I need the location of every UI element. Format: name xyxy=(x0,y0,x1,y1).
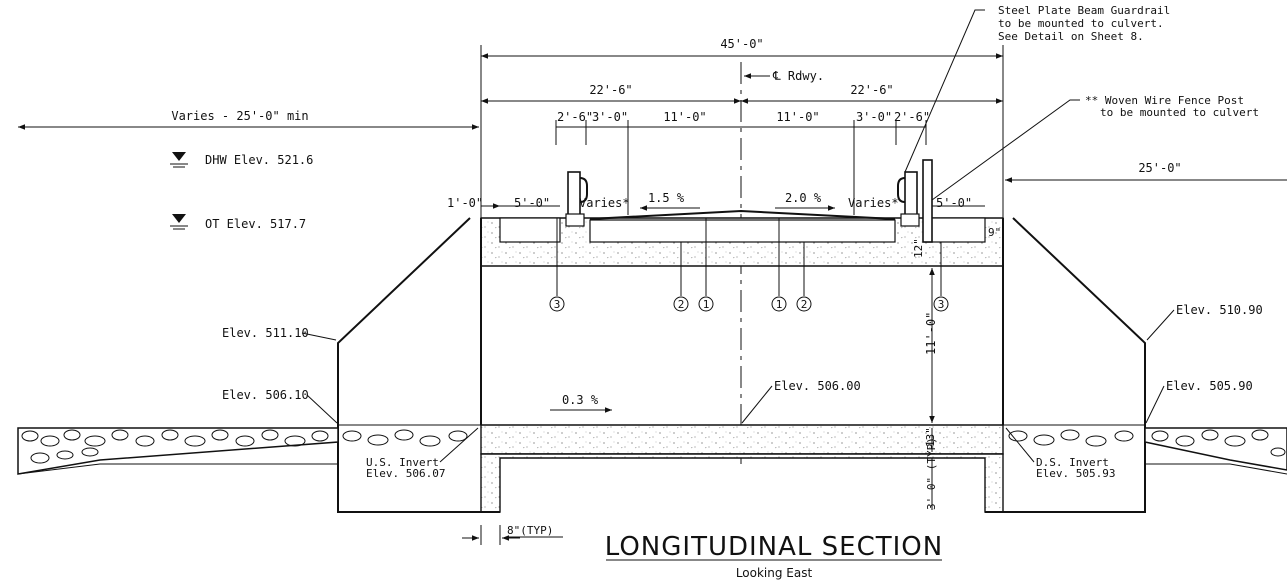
guardrail-line-3: See Detail on Sheet 8. xyxy=(998,30,1144,43)
elev-right-top: Elev. 510.90 xyxy=(1176,303,1263,317)
elev-left-bottom: Elev. 506.10 xyxy=(222,388,309,402)
overall-dimension: 45'-0" xyxy=(480,37,1004,220)
riprap-right xyxy=(1144,427,1287,475)
dim-right-setback: 25'-0" xyxy=(1138,161,1181,175)
marker-1-left: 1 xyxy=(703,298,710,311)
water-levels: DHW Elev. 521.6 OT Elev. 517.7 xyxy=(170,152,313,231)
page-title: LONGITUDINAL SECTION xyxy=(605,532,943,562)
dim-varies-right: Varies* xyxy=(848,196,899,210)
dim-shoulder-left: 2'-6" xyxy=(557,110,593,124)
fence-callout: ** Woven Wire Fence Post to be mounted t… xyxy=(1085,94,1259,119)
deck-labels: 1'-0" 5'-0" Varies* 1.5 % 2.0 % Varies* … xyxy=(447,191,1001,258)
centerline-label: ℄ Rdwy. xyxy=(772,69,824,83)
dim-shoulder-right: 2'-6" xyxy=(894,110,930,124)
dim-left-varies: Varies - 25'-0" min xyxy=(171,109,308,123)
guardrail-line-1: Steel Plate Beam Guardrail xyxy=(998,4,1170,17)
title-block: LONGITUDINAL SECTION Looking East xyxy=(605,532,943,580)
dim-half-right: 22'-6" xyxy=(850,83,893,97)
marker-1-right: 1 xyxy=(776,298,783,311)
dim-fill-depth: 9" xyxy=(988,226,1001,239)
dim-edge-left: 1'-0" xyxy=(447,196,483,210)
dim-curb-right: 3'-0" xyxy=(856,110,892,124)
guardrail-post-left xyxy=(565,171,588,227)
riprap-inner xyxy=(342,429,1134,447)
marker-2-left: 2 xyxy=(678,298,685,311)
guardrail-post-right xyxy=(897,171,920,227)
flow-slope-label: 0.3 % xyxy=(562,393,599,407)
left-varies-dimension: Varies - 25'-0" min xyxy=(18,109,479,130)
elev-right-bottom: Elev. 505.90 xyxy=(1166,379,1253,393)
dim-top-slab: 12" xyxy=(912,238,925,258)
fence-line-1: ** Woven Wire Fence Post xyxy=(1085,94,1244,107)
dim-overall: 45'-0" xyxy=(720,37,763,51)
slope-right: 2.0 % xyxy=(785,191,822,205)
riprap-left xyxy=(17,427,339,475)
fence-post xyxy=(922,159,933,243)
guardrail-line-2: to be mounted to culvert. xyxy=(998,17,1164,30)
dim-wall-thickness: 8"(TYP) xyxy=(507,524,553,537)
culvert-structure xyxy=(480,209,1004,513)
elev-left-top: Elev. 511.10 xyxy=(222,326,309,340)
right-setback-dimension: 25'-0" xyxy=(1005,161,1287,183)
dim-walk-left: 5'-0" xyxy=(514,196,550,210)
wall-thickness: 8"(TYP) xyxy=(462,524,563,545)
dim-culvert-height: 11'-0" xyxy=(924,312,938,355)
water-level-dhw: DHW Elev. 521.6 xyxy=(205,153,313,167)
dim-curb-left: 3'-0" xyxy=(592,110,628,124)
lane-dimensions: 2'-6" 3'-0" 11'-0" 11'-0" 3'-0" 2'-6" xyxy=(555,110,930,215)
dim-lane-right: 11'-0" xyxy=(776,110,819,124)
elev-center: Elev. 506.00 xyxy=(774,379,861,393)
reinforcement-markers: 3 2 1 1 2 3 xyxy=(549,218,949,312)
water-level-ot: OT Elev. 517.7 xyxy=(205,217,306,231)
page-subtitle: Looking East xyxy=(736,566,813,580)
marker-3-right: 3 xyxy=(938,298,945,311)
slope-left: 1.5 % xyxy=(648,191,685,205)
vertical-dimensions: 11'-0" 13" 3'-0" (TYP) xyxy=(924,268,938,510)
guardrail-callout: Steel Plate Beam Guardrail to be mounted… xyxy=(998,4,1170,43)
dim-bottom-slab: 13" xyxy=(924,427,937,447)
water-level-icon xyxy=(172,214,186,223)
marker-2-right: 2 xyxy=(801,298,808,311)
dim-half-left: 22'-6" xyxy=(589,83,632,97)
fence-line-2: to be mounted to culvert xyxy=(1100,106,1259,119)
dim-varies-left: Varies* xyxy=(579,196,630,210)
flow-slope: 0.3 % xyxy=(550,393,612,413)
marker-3-left: 3 xyxy=(554,298,561,311)
dim-footing: 3'-0" (TYP) xyxy=(925,437,938,510)
water-level-icon xyxy=(172,152,186,161)
dim-lane-left: 11'-0" xyxy=(663,110,706,124)
dim-walk-right: 5'-0" xyxy=(936,196,972,210)
callout-leaders xyxy=(904,9,1080,201)
elevation-labels: Elev. 511.10 Elev. 506.10 Elev. 510.90 E… xyxy=(222,303,1263,480)
half-dimensions: 22'-6" 22'-6" xyxy=(481,83,1003,104)
